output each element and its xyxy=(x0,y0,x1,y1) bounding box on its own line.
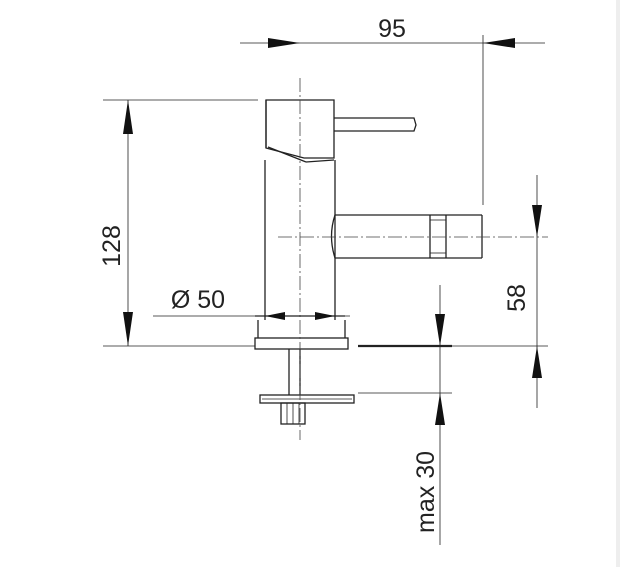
dimension-height-128: 128 xyxy=(98,99,258,346)
dimension-width-95: 95 xyxy=(240,15,545,205)
center-lines xyxy=(278,78,548,440)
dimension-label-128: 128 xyxy=(98,225,126,267)
mounting-shaft xyxy=(259,349,355,425)
dimension-diameter-50: Ø 50 xyxy=(153,286,350,320)
countertop-lines xyxy=(103,344,548,394)
dimension-label-58: 58 xyxy=(503,284,531,312)
lever-handle xyxy=(334,117,417,132)
dimension-label-95: 95 xyxy=(378,15,406,43)
faucet-body xyxy=(254,99,483,425)
dimension-label-max-30: max 30 xyxy=(412,451,440,533)
base-flange xyxy=(254,315,349,350)
dimension-spout-58: 58 xyxy=(503,175,542,408)
right-edge-border xyxy=(616,0,620,567)
spout xyxy=(330,214,483,259)
dimension-max-30: max 30 xyxy=(412,285,445,545)
dimension-label-diameter: Ø 50 xyxy=(171,286,225,314)
